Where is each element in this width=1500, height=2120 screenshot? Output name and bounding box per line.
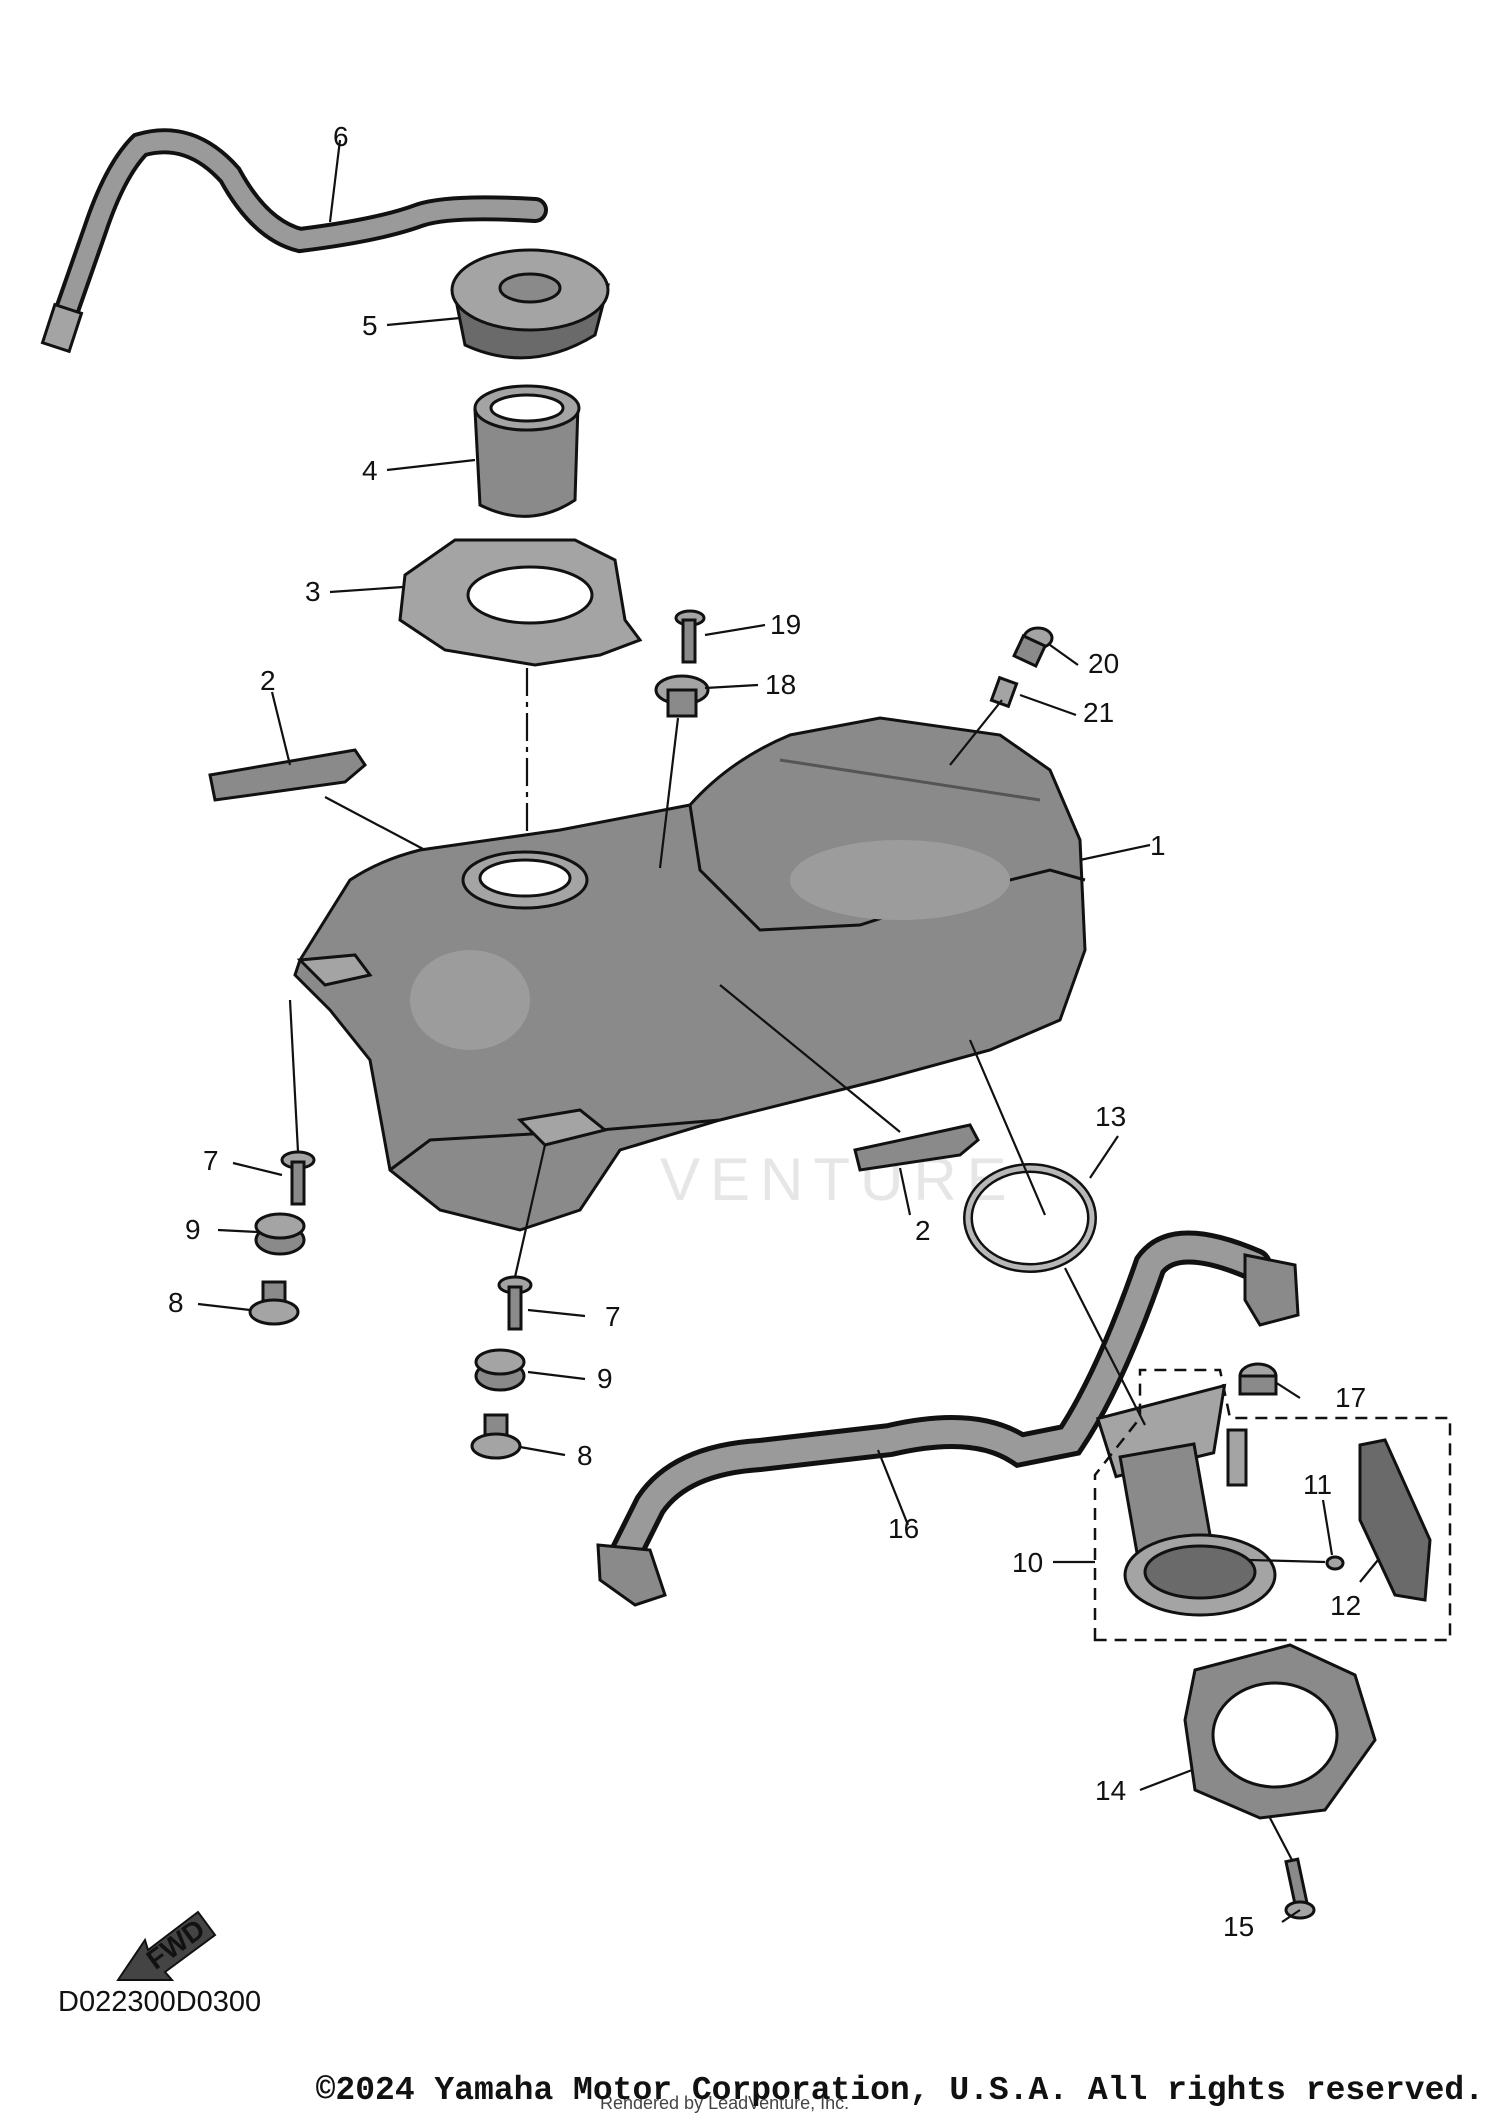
part-filler-collar: [473, 384, 581, 518]
callout-14: 14: [1095, 1775, 1126, 1806]
part-gasket-13: [963, 1163, 1097, 1273]
callout-9: 9: [597, 1363, 613, 1394]
callout-labels: 1 2 2 3 4 5 6 7 7 8 8 9 9 10 11 12 13 14…: [168, 121, 1366, 1942]
callout-7: 7: [203, 1145, 219, 1176]
part-grommet-18: [654, 674, 710, 718]
callout-13: 13: [1095, 1101, 1126, 1132]
callout-12: 12: [1330, 1590, 1361, 1621]
part-bolt-7a: [280, 1150, 316, 1206]
part-vent-hose: [40, 128, 548, 354]
diagram-code: D022300D0300: [58, 1986, 262, 2018]
callout-1: 1: [1150, 830, 1166, 861]
part-damper-9a: [254, 1212, 306, 1256]
part-collar-8b: [470, 1413, 522, 1460]
part-fuel-pump-assy: [1095, 1383, 1277, 1617]
assy-10-dashed-frame: [1093, 1368, 1452, 1642]
fwd-arrow-icon: FWD: [116, 1910, 217, 1981]
callout-16: 16: [888, 1513, 919, 1544]
callout-17: 17: [1335, 1382, 1366, 1413]
callout-8: 8: [577, 1440, 593, 1471]
part-retainer-plate-14: [1183, 1643, 1377, 1820]
part-damper-9b: [474, 1348, 526, 1392]
part-bolt-15: [1284, 1857, 1316, 1920]
callout-20: 20: [1088, 648, 1119, 679]
callout-3: 3: [305, 576, 321, 607]
part-cap-plate: [398, 538, 643, 667]
callout-2: 2: [260, 665, 276, 696]
part-collar-8a: [248, 1280, 300, 1326]
callout-8: 8: [168, 1287, 184, 1318]
callout-11: 11: [1303, 1469, 1332, 1500]
part-damper-2a: [208, 748, 367, 802]
callout-18: 18: [765, 669, 796, 700]
callout-2: 2: [915, 1215, 931, 1246]
part-bolt-7b: [497, 1275, 533, 1331]
rendered-by-note: Rendered by LeadVenture, Inc.: [600, 2093, 850, 2113]
callout-4: 4: [362, 455, 378, 486]
part-bolt-19: [674, 609, 706, 664]
part-fuel-tank: [293, 716, 1087, 1232]
part-collar-21: [989, 675, 1019, 709]
part-fuel-hose: [596, 1230, 1300, 1607]
callout-7: 7: [605, 1301, 621, 1332]
callout-6: 6: [333, 121, 349, 152]
part-damper-2b: [853, 1123, 980, 1172]
callout-10: 10: [1012, 1547, 1043, 1578]
callout-9: 9: [185, 1214, 201, 1245]
part-oring-11: [1325, 1555, 1345, 1571]
callout-15: 15: [1223, 1911, 1254, 1942]
callout-21: 21: [1083, 697, 1114, 728]
part-clamp-17: [1238, 1362, 1278, 1396]
part-filter-12: [1358, 1438, 1432, 1602]
callout-5: 5: [362, 310, 378, 341]
part-bolt-20: [1012, 626, 1054, 668]
leader-lines: [197, 139, 1379, 1923]
callout-19: 19: [770, 609, 801, 640]
copyright: ©2024 Yamaha Motor Corporation, U.S.A. A…: [315, 2072, 1484, 2109]
part-fuel-cap: [450, 248, 610, 360]
